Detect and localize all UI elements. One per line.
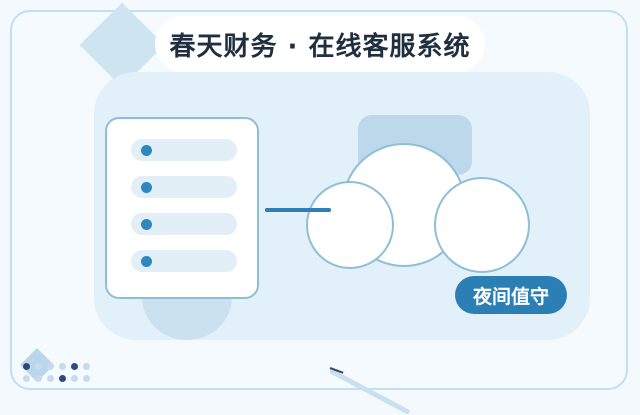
night-shift-badge: 夜间值守: [455, 276, 567, 314]
decor-dot: [47, 375, 54, 382]
night-shift-label: 夜间值守: [472, 285, 549, 308]
decor-dot: [23, 363, 30, 370]
decor-dot: [83, 363, 90, 370]
decor-dot: [71, 375, 78, 382]
cloud-right-lobe: [434, 177, 530, 273]
decor-dot: [35, 363, 42, 370]
bullet-dot: [141, 219, 152, 230]
list-item: [131, 213, 237, 235]
decor-dot: [59, 363, 66, 370]
decor-dot: [23, 375, 30, 382]
decor-dot: [83, 375, 90, 382]
bullet-dot: [141, 182, 152, 193]
page-title: 春天财务 · 在线客服系统: [169, 31, 471, 62]
list-item: [131, 139, 237, 161]
list-item: [131, 250, 237, 272]
decor-dot: [47, 363, 54, 370]
decor-dot: [59, 375, 66, 382]
list-item: [131, 176, 237, 198]
bullet-dot: [141, 256, 152, 267]
list-card-icon: [105, 117, 259, 299]
decor-dot: [35, 375, 42, 382]
decor-dot: [71, 363, 78, 370]
connector-line-overlay: [265, 208, 331, 212]
title-pill: 春天财务 · 在线客服系统: [155, 16, 485, 72]
cloud-left-lobe: [306, 181, 394, 269]
bullet-dot: [141, 145, 152, 156]
